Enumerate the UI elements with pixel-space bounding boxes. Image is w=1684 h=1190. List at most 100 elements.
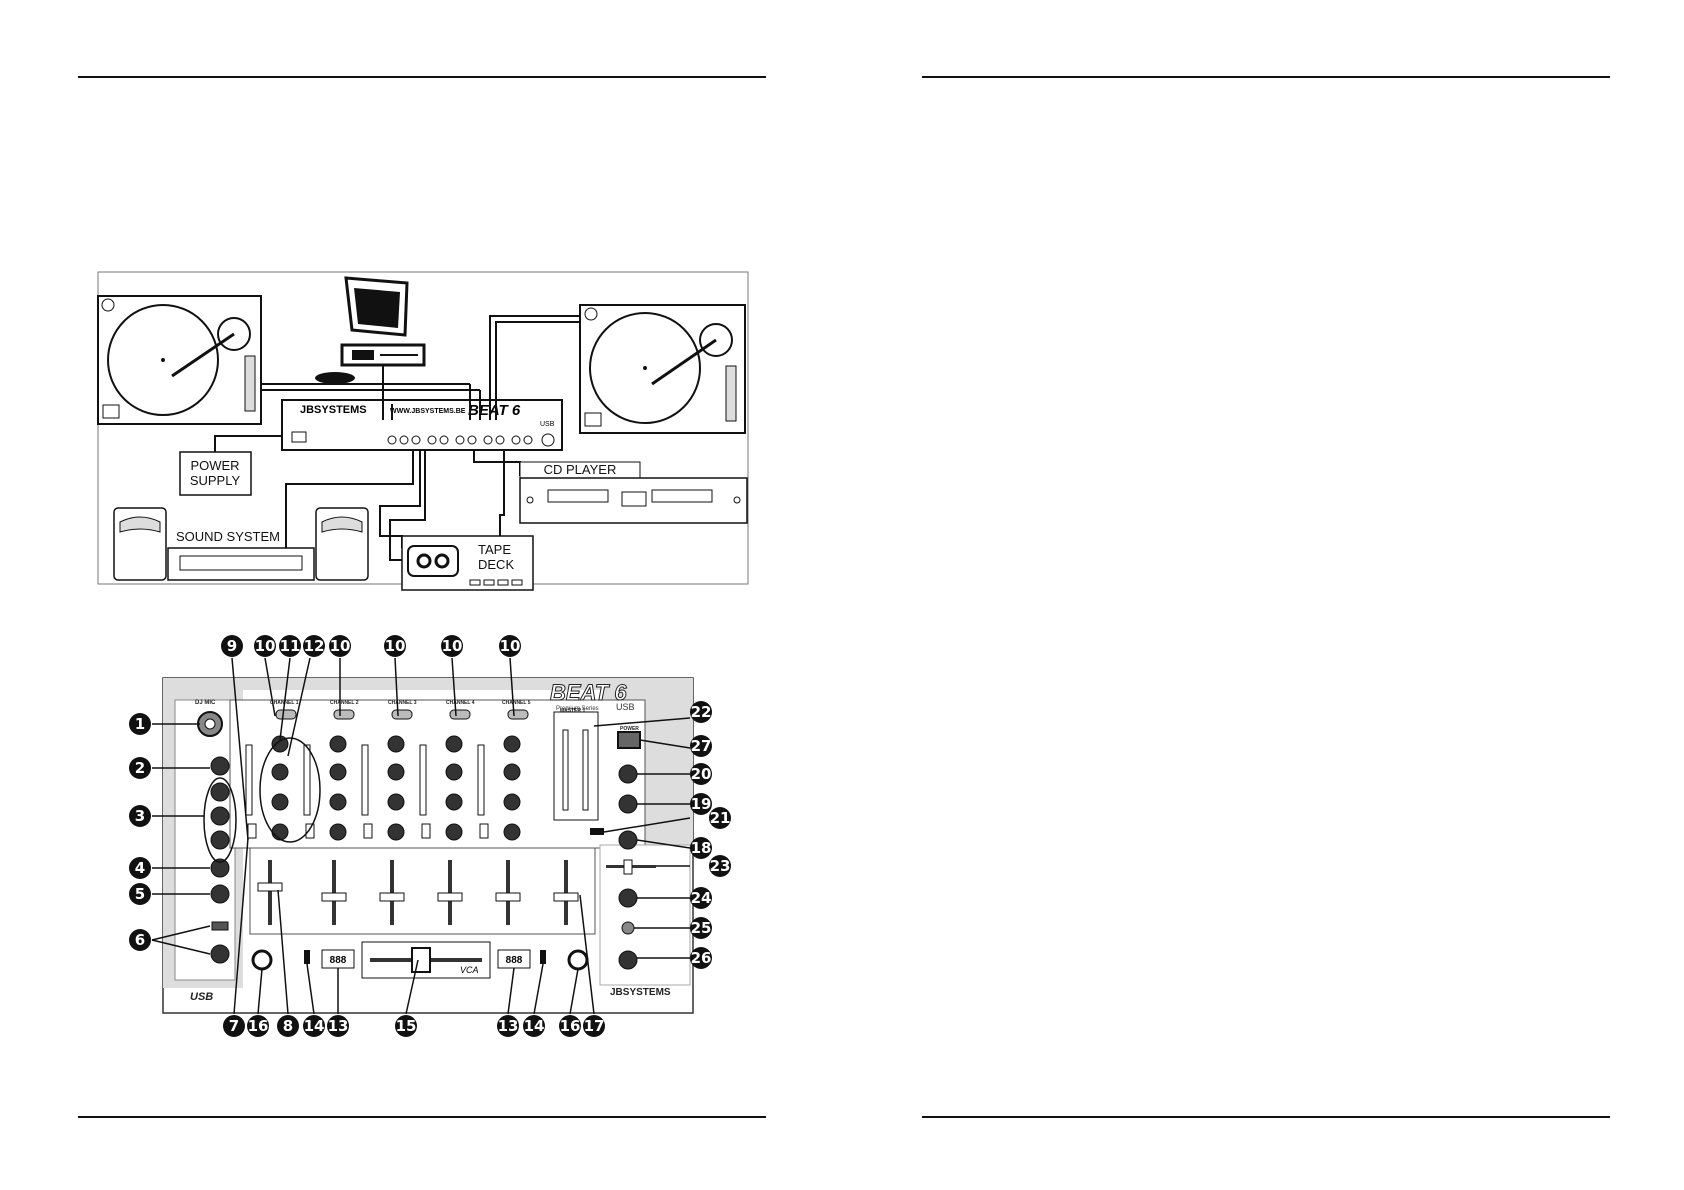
power-supply-label-1: POWER — [190, 458, 239, 473]
mixer-rear-panel: JBSYSTEMS WWW.JBSYSTEMS.BE BEAT 6 USB — [281, 399, 563, 451]
front-panel-model: BEAT 6 — [550, 680, 627, 705]
callouts-right: 22 27 20 19 21 18 23 24 25 26 — [690, 701, 731, 969]
callout-16-b: 16 — [560, 1017, 581, 1035]
master-label: MASTER 1 — [560, 708, 586, 714]
header-rule-right — [922, 76, 1610, 78]
footer-rule-left — [78, 1116, 766, 1118]
callout-21: 21 — [710, 809, 731, 827]
tape-deck-label-1: TAPE — [478, 542, 511, 557]
callout-19: 19 — [691, 795, 712, 813]
callout-9: 9 — [227, 637, 237, 655]
callout-11: 11 — [280, 637, 301, 655]
mic-eq-mid-knob[interactable] — [210, 806, 230, 826]
callout-3: 3 — [135, 807, 145, 825]
callout-14-a: 14 — [304, 1017, 325, 1035]
assign-knob-right[interactable] — [567, 949, 589, 971]
channel-strips: CHANNEL 1 CHANNEL 2 CHANNEL 3 CHANNEL 4 … — [245, 700, 579, 925]
front-panel-model-tag: Premium Series — [556, 706, 599, 712]
callout-17: 17 — [584, 1017, 605, 1035]
callouts-left: 1 2 3 4 5 6 — [129, 713, 151, 951]
callout-27: 27 — [691, 737, 712, 755]
callouts-top: 9 10 11 12 10 10 10 10 — [221, 635, 521, 657]
bpm-display-right-value: 888 — [506, 955, 523, 966]
callout-23: 23 — [710, 857, 731, 875]
power-button[interactable] — [617, 731, 641, 749]
channel-4-label: CHANNEL 4 — [446, 700, 475, 706]
callout-1: 1 — [135, 715, 145, 733]
channel-3-label: CHANNEL 3 — [388, 700, 417, 706]
channel-5-label: CHANNEL 5 — [502, 700, 531, 706]
callout-13-a: 13 — [328, 1017, 349, 1035]
fader-start-switch-left[interactable] — [304, 950, 310, 964]
power-label: POWER — [620, 726, 639, 732]
connection-cables — [214, 315, 580, 561]
callout-14-b: 14 — [524, 1017, 545, 1035]
vca-label: VCA — [460, 965, 479, 975]
callout-10-c: 10 — [385, 637, 406, 655]
callout-12: 12 — [304, 637, 325, 655]
usb-badge: USB — [190, 991, 213, 1003]
mic-eq-low-knob[interactable] — [210, 830, 230, 850]
callout-15: 15 — [396, 1017, 417, 1035]
callout-8: 8 — [283, 1017, 293, 1035]
power-supply: POWER SUPPLY — [179, 451, 252, 496]
cd-player: CD PLAYER — [519, 461, 748, 524]
master-2-knob[interactable] — [618, 764, 638, 784]
sound-system: SOUND SYSTEM — [113, 507, 369, 581]
cue-level-knob[interactable] — [618, 888, 638, 908]
mic-knobs — [203, 756, 237, 964]
master-1-knob[interactable] — [618, 794, 638, 814]
callout-13-b: 13 — [498, 1017, 519, 1035]
callout-18: 18 — [691, 839, 712, 857]
callout-leader-lines — [151, 657, 691, 1015]
mic-level-knob[interactable] — [210, 858, 230, 878]
mixer-rear-model: BEAT 6 — [468, 402, 521, 419]
power-supply-label-2: SUPPLY — [190, 473, 241, 488]
callout-6: 6 — [135, 931, 145, 949]
callout-7: 7 — [229, 1017, 239, 1035]
callout-22: 22 — [691, 703, 712, 721]
bpm-display-left-value: 888 — [330, 955, 347, 966]
callout-20: 20 — [691, 765, 712, 783]
mixer-rear-url: WWW.JBSYSTEMS.BE — [390, 408, 466, 415]
mic-gain-knob[interactable] — [210, 756, 230, 776]
callout-16-a: 16 — [248, 1017, 269, 1035]
front-panel-brand: JBSYSTEMS — [610, 987, 671, 998]
cd-player-label: CD PLAYER — [544, 462, 617, 477]
crossfader-curve-knob[interactable] — [618, 950, 638, 970]
callouts-bottom: 7 16 8 14 13 15 13 14 16 17 — [223, 1015, 605, 1037]
mic-mix-knob[interactable] — [210, 884, 230, 904]
talkover-button[interactable] — [211, 921, 229, 931]
channel-3-strip — [361, 709, 413, 925]
channel-5-strip — [477, 709, 529, 925]
master-section: MASTER 1 — [553, 708, 604, 835]
booth-knob[interactable] — [618, 830, 638, 850]
phones-jack[interactable] — [621, 921, 635, 935]
callout-10-e: 10 — [500, 637, 521, 655]
callout-10-b: 10 — [330, 637, 351, 655]
callout-4: 4 — [135, 859, 145, 877]
header-rule-left — [78, 76, 766, 78]
tape-deck-label-2: DECK — [478, 557, 514, 572]
footer-rule-right — [922, 1116, 1610, 1118]
mic-eq-high-knob[interactable] — [210, 782, 230, 802]
sound-system-label: SOUND SYSTEM — [176, 529, 280, 544]
tape-deck: TAPE DECK — [401, 535, 534, 591]
assign-knob-left[interactable] — [251, 949, 273, 971]
callout-10-d: 10 — [442, 637, 463, 655]
callout-24: 24 — [691, 889, 712, 907]
callout-26: 26 — [691, 949, 712, 967]
fader-start-switch-right[interactable] — [540, 950, 546, 964]
channel-6-strip — [553, 860, 579, 925]
mixer-rear-brand: JBSYSTEMS — [300, 404, 367, 416]
computer-monitor — [315, 276, 426, 384]
callout-2: 2 — [135, 759, 145, 777]
right-turntable — [579, 304, 746, 434]
talkover-level-knob[interactable] — [210, 944, 230, 964]
left-turntable — [97, 295, 262, 425]
channel-2-label: CHANNEL 2 — [330, 700, 359, 706]
channel-2-strip — [303, 709, 355, 925]
callout-5: 5 — [135, 885, 145, 903]
